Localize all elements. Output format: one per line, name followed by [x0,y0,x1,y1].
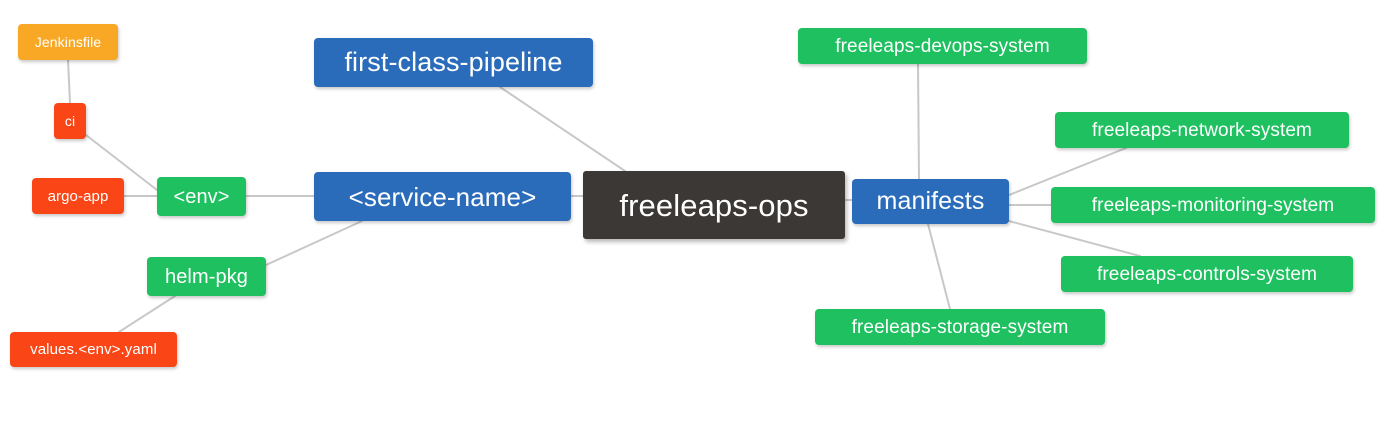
node-freeleaps-devops-system[interactable]: freeleaps-devops-system [798,28,1087,64]
node-helm-pkg[interactable]: helm-pkg [147,257,266,296]
node-freeleaps-storage-system[interactable]: freeleaps-storage-system [815,309,1105,345]
node-ci[interactable]: ci [54,103,86,139]
node-label: freeleaps-devops-system [835,35,1050,57]
node-label: values.<env>.yaml [30,341,157,358]
node-env[interactable]: <env> [157,177,246,216]
node-jenkinsfile[interactable]: Jenkinsfile [18,24,118,60]
node-freeleaps-network-system[interactable]: freeleaps-network-system [1055,112,1349,148]
edge-helm-pkg-to-service-name [265,220,363,266]
edge-manifests-to-freeleaps-storage-system [927,223,951,310]
node-label: argo-app [47,187,109,205]
node-freeleaps-ops[interactable]: freeleaps-ops [583,171,845,239]
node-label: freeleaps-controls-system [1096,263,1318,285]
node-label: <service-name> [348,181,537,212]
node-argo-app[interactable]: argo-app [32,178,124,214]
node-freeleaps-controls-system[interactable]: freeleaps-controls-system [1061,256,1353,292]
edge-manifests-to-freeleaps-controls-system [1008,220,1141,257]
node-label: freeleaps-monitoring-system [1091,194,1335,216]
node-label: Jenkinsfile [34,34,102,50]
node-label: <env> [173,185,230,208]
node-label: manifests [876,187,985,215]
node-manifests[interactable]: manifests [852,179,1009,224]
node-label: first-class-pipeline [344,47,563,77]
node-label: helm-pkg [164,265,249,288]
node-first-class-pipeline[interactable]: first-class-pipeline [314,38,593,87]
edge-values-env-yaml-to-helm-pkg [118,295,176,333]
node-service-name[interactable]: <service-name> [314,172,571,221]
edge-first-class-pipeline-to-freeleaps-ops [499,86,626,172]
edge-manifests-to-freeleaps-devops-system [917,63,920,180]
node-label: freeleaps-storage-system [851,316,1069,338]
node-label: freeleaps-ops [619,187,809,223]
node-label: freeleaps-network-system [1092,119,1312,141]
node-freeleaps-monitoring-system[interactable]: freeleaps-monitoring-system [1051,187,1375,223]
edge-jenkinsfile-to-ci [67,59,71,104]
node-values-env-yaml[interactable]: values.<env>.yaml [10,332,177,367]
node-label: ci [64,113,76,129]
